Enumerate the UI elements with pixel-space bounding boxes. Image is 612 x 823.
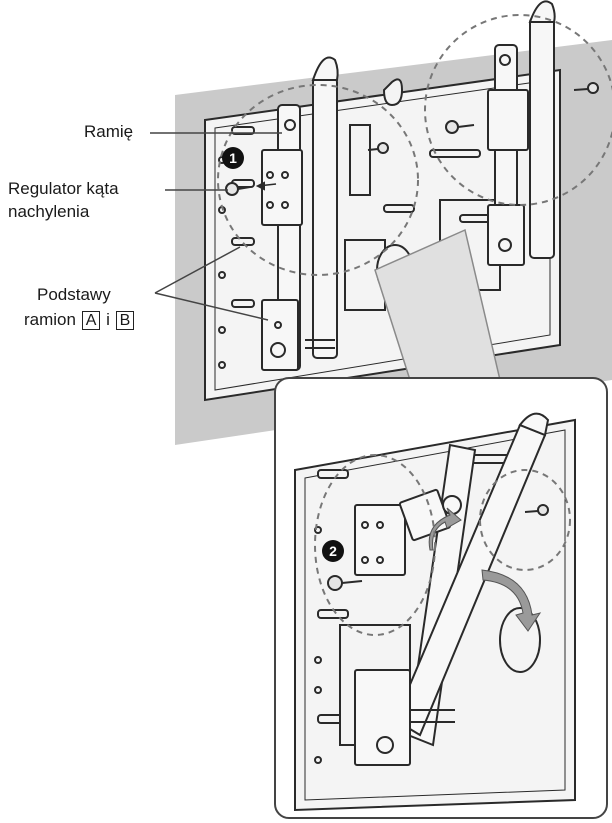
step-2-marker: 2: [322, 540, 344, 562]
arm-label: Ramię: [84, 122, 134, 141]
arm-base-b-box: B: [115, 311, 135, 330]
angle-regulator-label-line2: nachylenia: [8, 202, 90, 221]
detail-inset: [274, 377, 608, 819]
arm-bases-conjunction: i: [106, 310, 110, 329]
leader-lines: [150, 132, 282, 321]
arm-bases-label-line2: ramion A i B: [24, 309, 135, 331]
step-1-marker: 1: [222, 147, 244, 169]
rotation-arrows: [428, 507, 542, 632]
arm-bases-label-line1: Podstawy: [37, 285, 111, 304]
right-arm: [487, 0, 556, 266]
detail-dashed-callouts: [314, 454, 571, 636]
angle-regulator-label-line1: Regulator kąta: [8, 179, 119, 198]
arm-bases-prefix: ramion: [24, 310, 76, 329]
left-arm: [261, 56, 339, 371]
arm-base-a-box: A: [81, 311, 101, 330]
screws: [225, 82, 599, 196]
dashed-callouts: [217, 14, 612, 276]
